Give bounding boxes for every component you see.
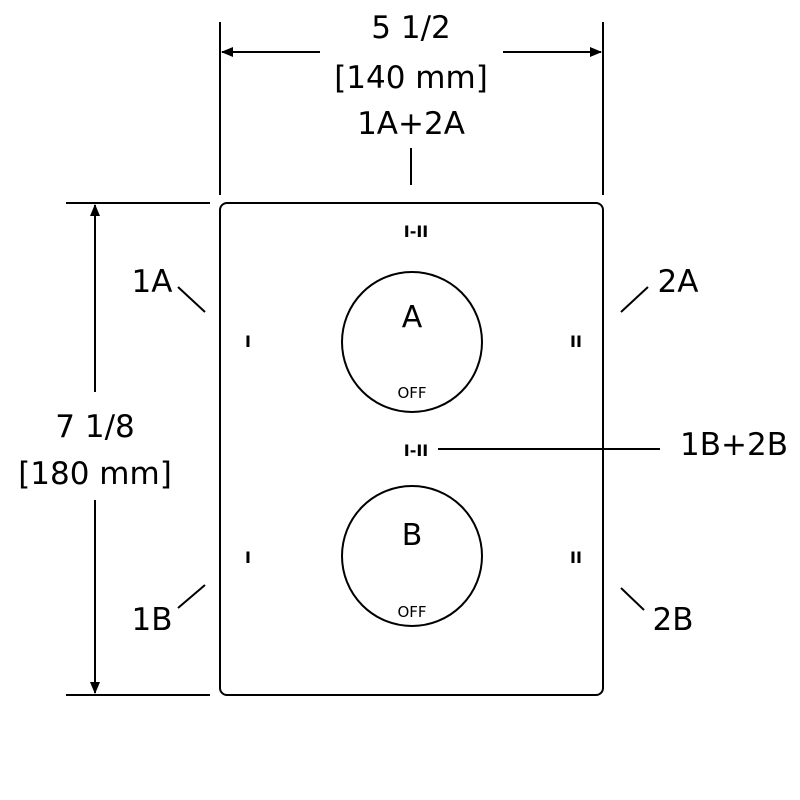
callout-2b-leader (620, 587, 645, 611)
knob-b-left-mark: I (245, 548, 251, 567)
height-imperial-label: 7 1/8 (55, 409, 134, 445)
width-imperial-label: 5 1/2 (371, 10, 450, 46)
knob-b-top-mark: I-II (404, 441, 429, 460)
knob-b (341, 485, 483, 627)
top-center-callout: 1A+2A (357, 106, 465, 142)
right-middle-callout: 1B+2B (680, 427, 788, 463)
callout-2b: 2B (653, 602, 694, 638)
knob-b-right-mark: II (570, 548, 582, 567)
knob-a (341, 271, 483, 413)
height-metric-label: [180 mm] (18, 456, 172, 492)
knob-a-top-mark: I-II (404, 222, 429, 241)
knob-a-off-label: OFF (397, 384, 426, 402)
knob-a-left-mark: I (245, 332, 251, 351)
knob-b-letter: B (402, 518, 423, 553)
knob-a-right-mark: II (570, 332, 582, 351)
callout-2a: 2A (658, 264, 699, 300)
callout-2a-leader (620, 286, 649, 313)
callout-1a-leader (177, 286, 206, 313)
knob-b-off-label: OFF (397, 603, 426, 621)
knob-a-letter: A (402, 300, 423, 335)
callout-1a: 1A (132, 264, 173, 300)
callout-1b-leader (177, 584, 206, 609)
width-metric-label: [140 mm] (334, 60, 488, 96)
callout-1b: 1B (132, 602, 173, 638)
